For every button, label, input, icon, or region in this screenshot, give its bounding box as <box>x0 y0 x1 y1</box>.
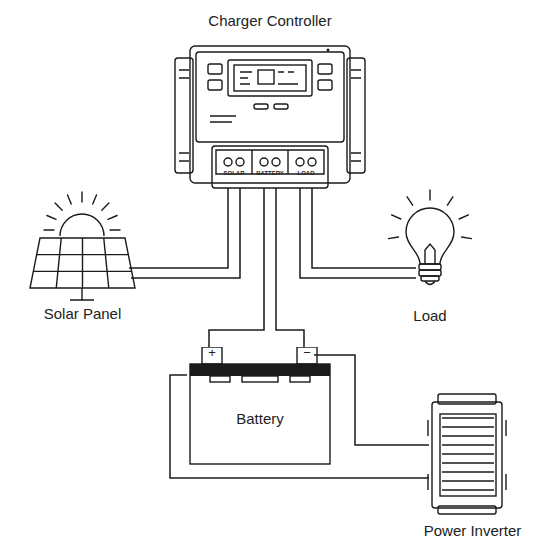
polarity-mark: − <box>297 346 317 360</box>
illustration-part <box>240 72 298 84</box>
illustration-part <box>272 158 280 166</box>
illustration-part <box>33 238 131 288</box>
node-label: Power Inverter <box>407 522 538 540</box>
solar-panel: Solar Panel <box>17 178 148 328</box>
illustration-part <box>202 347 222 364</box>
illustration-part <box>419 270 441 276</box>
power-inverter: Power Inverter <box>407 390 538 548</box>
illustration-part <box>210 376 230 382</box>
illustration-part <box>208 80 222 90</box>
illustration-part <box>438 506 496 514</box>
illustration-part <box>442 418 494 490</box>
illustration-part <box>389 190 472 239</box>
wire-pair <box>170 355 429 478</box>
illustration-part <box>425 244 435 264</box>
illustration-part <box>438 394 496 404</box>
polarity-mark: + <box>202 346 222 360</box>
illustration-part <box>254 104 268 109</box>
wire-pair <box>209 188 304 347</box>
wire-pair <box>300 188 416 278</box>
illustration-part <box>432 402 502 508</box>
illustration-part <box>297 347 317 364</box>
illustration-part <box>406 208 454 264</box>
illustration-part <box>60 214 104 236</box>
illustration-part <box>425 281 435 285</box>
illustration-part <box>228 60 312 96</box>
illustration-part <box>318 64 332 74</box>
illustration-part <box>196 52 344 142</box>
node-illustration <box>180 347 340 467</box>
illustration-part <box>190 46 350 183</box>
node-illustration <box>150 8 390 190</box>
illustration-part <box>210 116 236 122</box>
illustration-part <box>260 158 268 166</box>
node-label: Solar Panel <box>17 305 148 323</box>
illustration-part <box>242 376 278 382</box>
node-illustration <box>410 390 535 515</box>
node-illustration <box>375 180 485 305</box>
charge-controller: Charger Controller <box>147 8 393 190</box>
illustration-part <box>274 104 288 109</box>
load-bulb: Load <box>372 180 488 330</box>
battery-box: Battery <box>177 347 343 467</box>
illustration-part <box>30 238 135 288</box>
terminal-label: SOLAR <box>216 170 252 177</box>
illustration-part <box>327 49 330 52</box>
illustration-part <box>212 146 328 188</box>
illustration-part <box>440 414 496 496</box>
illustration-part <box>234 65 306 91</box>
illustration-part <box>208 64 222 74</box>
illustration-part <box>44 192 120 230</box>
illustration-part <box>70 288 94 300</box>
illustration-part <box>318 80 332 90</box>
illustration-part <box>179 70 361 161</box>
node-label: Charger Controller <box>147 12 393 30</box>
node-label: Load <box>372 307 488 325</box>
illustration-part <box>421 276 439 281</box>
illustration-part <box>290 376 310 382</box>
illustration-part <box>296 158 304 166</box>
illustration-part <box>419 264 441 270</box>
illustration-part <box>236 158 244 166</box>
illustration-part <box>190 364 330 376</box>
terminal-label: BATTERY <box>252 170 288 177</box>
wire-pair <box>129 188 240 278</box>
terminal-label: LOAD <box>288 170 324 177</box>
illustration-part <box>428 420 506 490</box>
node-label: Battery <box>177 410 343 428</box>
illustration-part <box>308 158 316 166</box>
node-illustration <box>20 178 145 303</box>
illustration-part <box>224 158 232 166</box>
illustration-part <box>258 70 274 84</box>
